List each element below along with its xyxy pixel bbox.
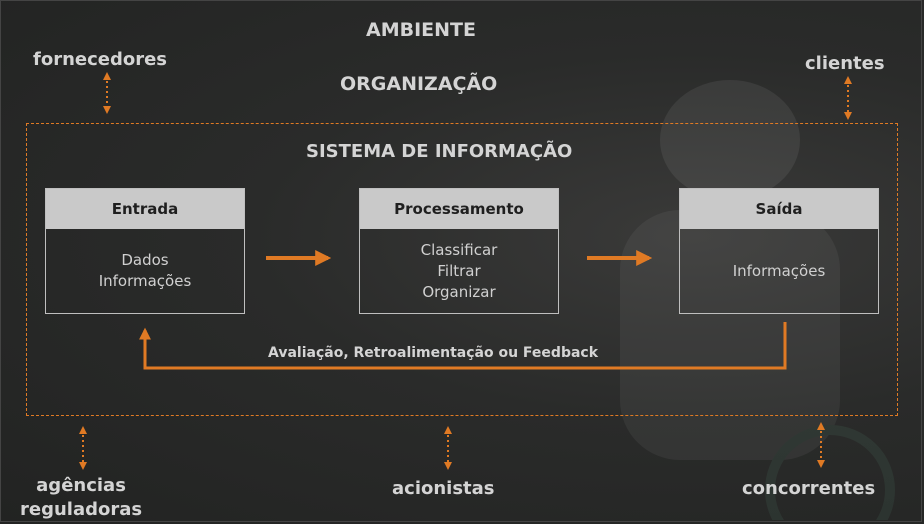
environment-title: AMBIENTE [366,19,476,41]
suppliers-label: fornecedores [33,49,168,70]
processing-item-filter: Filtrar [437,261,481,280]
organization-title: ORGANIZAÇÃO [340,73,498,95]
processing-item-organize: Organizar [422,282,496,301]
input-header: Entrada [46,189,244,229]
input-body: Dados Informações [46,229,244,313]
input-box: Entrada Dados Informações [45,188,245,314]
output-header: Saída [680,189,878,229]
processing-box: Processamento Classificar Filtrar Organi… [359,188,559,314]
regulators-label: agências reguladoras [20,474,142,522]
processing-body: Classificar Filtrar Organizar [360,229,558,313]
regulators-label-line2: reguladoras [20,499,143,520]
competitors-label: concorrentes [742,478,876,499]
processing-header: Processamento [360,189,558,229]
background-figure-illustration [620,80,895,520]
feedback-arrow [139,322,787,370]
feedback-label: Avaliação, Retroalimentação ou Feedback [268,345,599,361]
input-item-information: Informações [98,272,192,290]
clients-label: clientes [805,53,885,74]
processing-item-classify: Classificar [420,240,498,259]
output-item-information: Informações [732,261,826,280]
input-item-data: Dados [121,251,169,269]
shareholders-label: acionistas [392,478,495,499]
system-title: SISTEMA DE INFORMAÇÃO [306,141,573,162]
output-body: Informações [680,229,878,313]
regulators-label-line1: agências [36,475,126,496]
output-box: Saída Informações [679,188,879,314]
information-system-boundary [26,123,898,416]
